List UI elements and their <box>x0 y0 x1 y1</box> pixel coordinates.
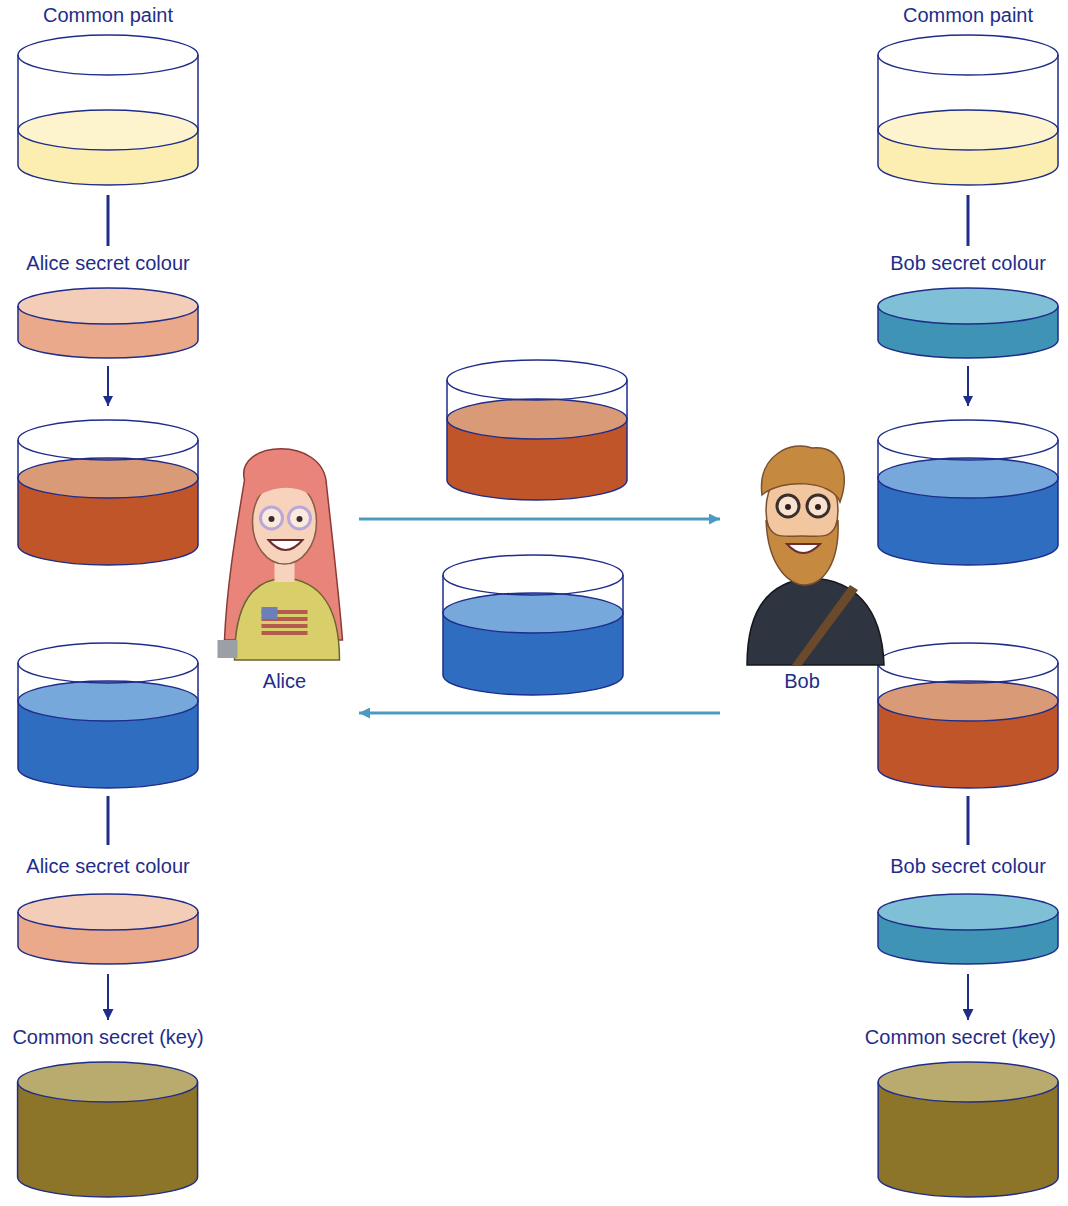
person-illustration <box>212 440 357 666</box>
connector-arrow <box>107 195 110 246</box>
node-label: Bob <box>722 668 882 694</box>
paint-can <box>18 643 198 788</box>
node-label: Alice <box>212 668 357 694</box>
paint-can <box>878 420 1058 565</box>
node-label: Common secret (key) <box>859 1024 1062 1050</box>
paint-shape <box>16 2 200 189</box>
paint-shape <box>6 1024 209 1201</box>
node-label: Common paint <box>16 2 200 28</box>
paint-can: Bob secret colour <box>876 853 1060 968</box>
mix-line <box>107 796 110 845</box>
node-label: Bob secret colour <box>876 250 1060 276</box>
connector-arrow <box>359 518 720 521</box>
person-illustration <box>722 440 882 666</box>
paint-can: Common paint <box>876 2 1060 189</box>
paint-can: Common secret (key) <box>6 1024 209 1201</box>
paint-can: Bob secret colour <box>876 250 1060 362</box>
node-label: Alice secret colour <box>16 853 200 879</box>
node-label: Alice secret colour <box>16 250 200 276</box>
connector-arrow <box>359 712 720 715</box>
paint-can: Common paint <box>16 2 200 189</box>
node-label: Common paint <box>876 2 1060 28</box>
paint-can: Alice secret colour <box>16 250 200 362</box>
paint-can <box>447 360 627 500</box>
mix-arrow <box>967 366 969 406</box>
person-figure: Bob <box>722 440 882 722</box>
node-label: Common secret (key) <box>6 1024 209 1050</box>
mix-line <box>967 796 970 845</box>
connector-arrow <box>967 974 969 1020</box>
paint-can: Common secret (key) <box>859 1024 1062 1201</box>
paint-shape <box>859 1024 1062 1201</box>
paint-can <box>18 420 198 565</box>
mix-arrow <box>107 366 109 406</box>
connector-arrow <box>107 974 109 1020</box>
person-figure: Alice <box>212 440 357 722</box>
paint-can <box>878 643 1058 788</box>
node-label: Bob secret colour <box>876 853 1060 879</box>
paint-shape <box>876 2 1060 189</box>
paint-can: Alice secret colour <box>16 853 200 968</box>
paint-can <box>443 555 623 695</box>
connector-arrow <box>967 195 970 246</box>
